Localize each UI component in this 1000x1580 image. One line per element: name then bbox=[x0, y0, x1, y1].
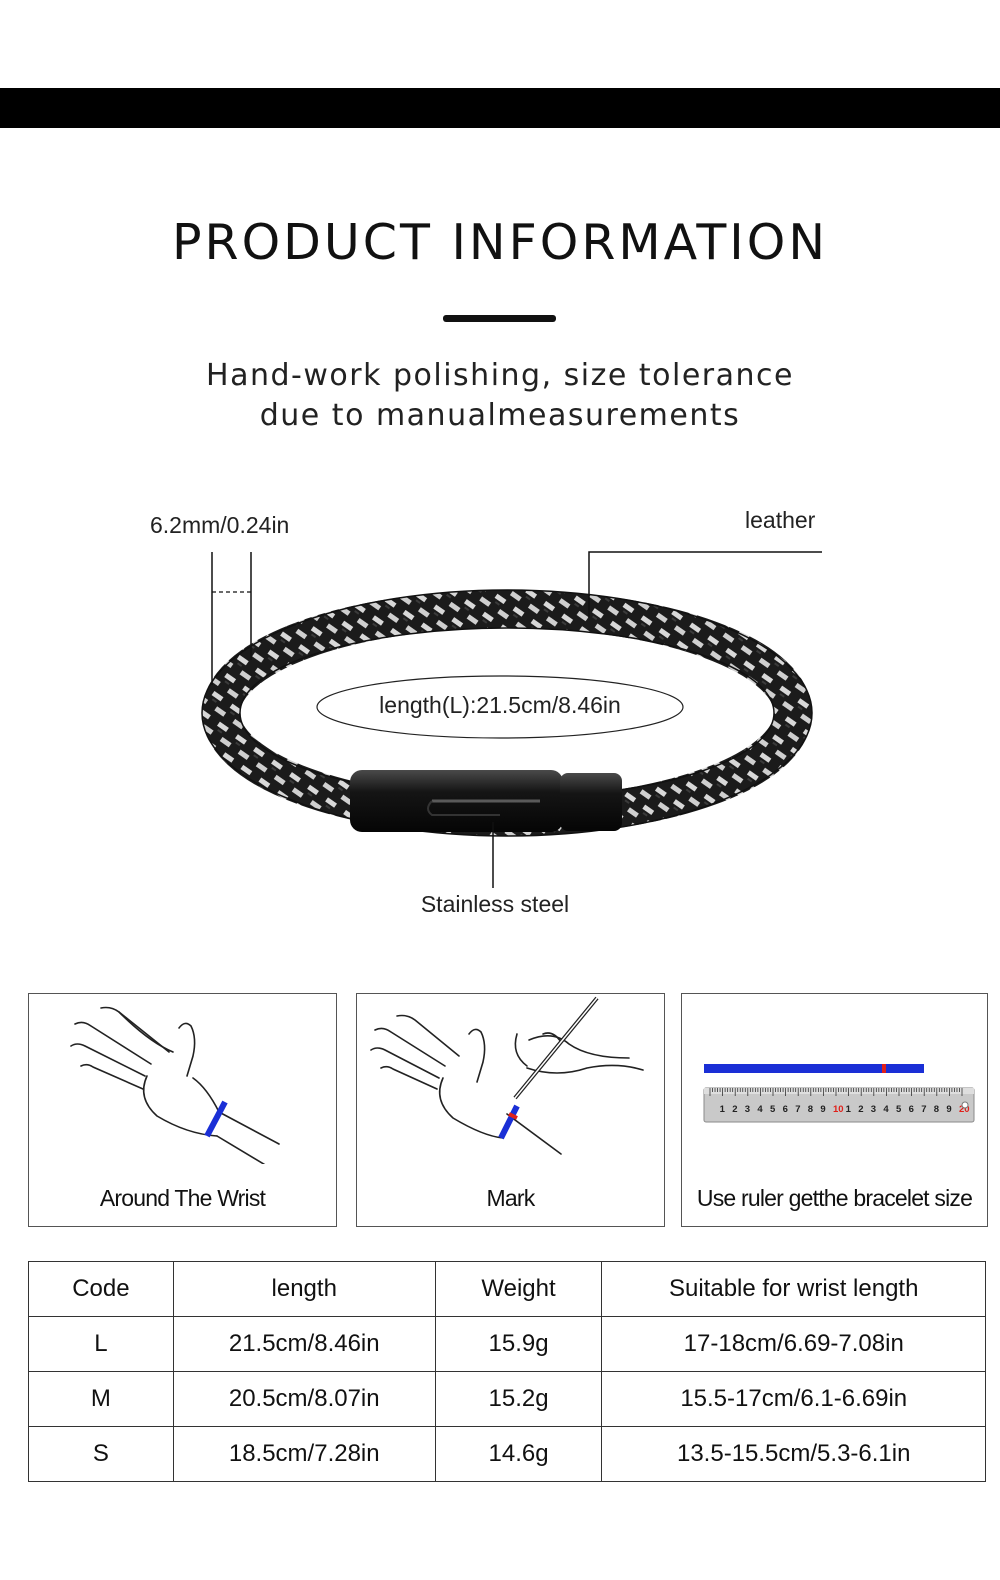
cell-weight: 15.9g bbox=[434, 1316, 603, 1372]
red-mark bbox=[508, 1112, 518, 1120]
header-code: Code bbox=[28, 1261, 174, 1317]
ruler-number: 1 bbox=[720, 1104, 726, 1115]
table-header-row: Code length Weight Suitable for wrist le… bbox=[28, 1261, 986, 1317]
page-title: PRODUCT INFORMATION bbox=[172, 214, 828, 271]
step-label: Use ruler getthe bracelet size bbox=[696, 1185, 973, 1211]
length-ellipse bbox=[316, 675, 684, 739]
header-length: length bbox=[172, 1261, 436, 1317]
table-row: M 20.5cm/8.07in 15.2g 15.5-17cm/6.1-6.69… bbox=[28, 1371, 986, 1427]
steel-clasp bbox=[350, 770, 622, 832]
cell-wrist: 15.5-17cm/6.1-6.69in bbox=[601, 1371, 986, 1427]
ruler-number: 2 bbox=[732, 1104, 737, 1115]
cell-weight: 15.2g bbox=[434, 1371, 603, 1427]
cell-code: M bbox=[28, 1371, 174, 1427]
cell-wrist: 17-18cm/6.69-7.08in bbox=[601, 1316, 986, 1372]
top-black-band bbox=[0, 88, 1000, 128]
table-row: S 18.5cm/7.28in 14.6g 13.5-15.5cm/5.3-6.… bbox=[28, 1426, 986, 1482]
cell-length: 18.5cm/7.28in bbox=[172, 1426, 436, 1482]
tape-band bbox=[498, 1104, 520, 1140]
ruler-number: 7 bbox=[921, 1104, 926, 1115]
ruler-number: 8 bbox=[934, 1104, 939, 1115]
ruler-number: 7 bbox=[795, 1104, 800, 1115]
ruler-number: 20 bbox=[959, 1104, 970, 1115]
ruler-number: 2 bbox=[858, 1104, 863, 1115]
tape-band bbox=[204, 1100, 228, 1138]
ruler-number: 5 bbox=[896, 1104, 902, 1115]
ruler-number: 1 bbox=[846, 1104, 852, 1115]
ruler-number: 6 bbox=[783, 1104, 788, 1115]
step-around-wrist: Around The Wrist bbox=[28, 993, 337, 1227]
step-mark: Mark bbox=[356, 993, 665, 1227]
ruler-number: 9 bbox=[946, 1104, 951, 1115]
red-mark bbox=[882, 1064, 886, 1073]
header-weight: Weight bbox=[434, 1261, 603, 1317]
ruler-number: 4 bbox=[757, 1104, 763, 1115]
ruler-number: 6 bbox=[909, 1104, 914, 1115]
subtitle-line-1: Hand-work polishing, size tolerance bbox=[206, 358, 794, 393]
cell-length: 21.5cm/8.46in bbox=[172, 1316, 436, 1372]
clasp-label: Stainless steel bbox=[420, 891, 570, 917]
material-label: leather bbox=[745, 507, 816, 533]
cell-code: L bbox=[28, 1316, 174, 1372]
size-table: Code length Weight Suitable for wrist le… bbox=[28, 1261, 986, 1482]
cell-length: 20.5cm/8.07in bbox=[172, 1371, 436, 1427]
ruler-number: 10 bbox=[833, 1104, 844, 1115]
bracelet-illustration bbox=[201, 551, 822, 888]
step-label: Mark bbox=[486, 1185, 536, 1211]
ruler-number: 9 bbox=[820, 1104, 825, 1115]
cell-weight: 14.6g bbox=[434, 1426, 603, 1482]
ruler-number: 3 bbox=[745, 1104, 750, 1115]
width-label: 6.2mm/0.24in bbox=[150, 512, 290, 538]
title-underline bbox=[443, 315, 556, 322]
length-label: length(L):21.5cm/8.46in bbox=[379, 692, 621, 718]
subtitle-line-2: due to manualmeasurements bbox=[259, 398, 741, 433]
cell-code: S bbox=[28, 1426, 174, 1482]
table-row: L 21.5cm/8.46in 15.9g 17-18cm/6.69-7.08i… bbox=[28, 1316, 986, 1372]
ruler-number: 5 bbox=[770, 1104, 776, 1115]
ruler-number: 3 bbox=[871, 1104, 876, 1115]
step-label: Around The Wrist bbox=[99, 1185, 266, 1211]
page-subtitle: Hand-work polishing, size tolerance due … bbox=[0, 356, 1000, 436]
tape-strip bbox=[704, 1064, 924, 1073]
ruler-number: 4 bbox=[883, 1104, 889, 1115]
header-wrist-length: Suitable for wrist length bbox=[601, 1261, 986, 1317]
wrist-wrap-icon bbox=[70, 1006, 280, 1164]
pen-mark-icon bbox=[370, 996, 644, 1155]
ruler-number: 8 bbox=[808, 1104, 813, 1115]
cell-wrist: 13.5-15.5cm/5.3-6.1in bbox=[601, 1426, 986, 1482]
